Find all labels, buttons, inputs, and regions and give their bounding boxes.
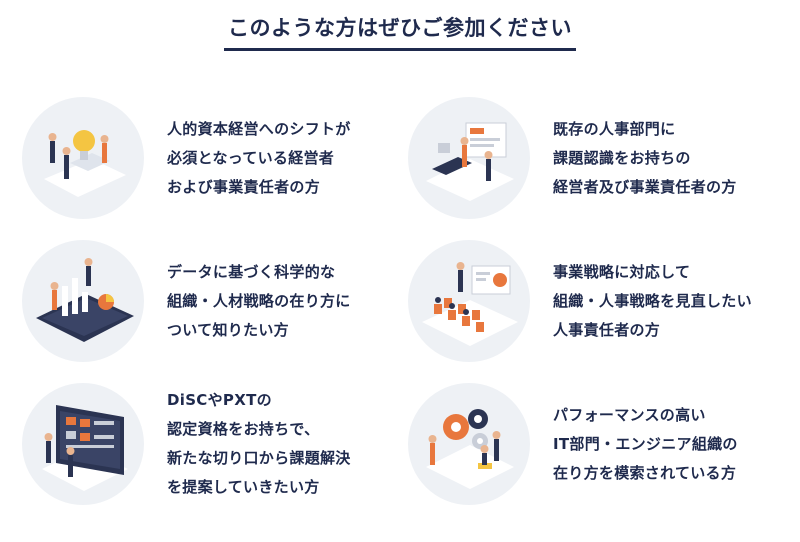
audience-line: および事業責任者の方 bbox=[167, 177, 321, 196]
hr-office-icon bbox=[408, 97, 530, 219]
audience-line: 必須となっている経営者 bbox=[167, 148, 335, 167]
gears-team-icon bbox=[408, 383, 530, 505]
audience-line: 経営者及び事業責任者の方 bbox=[553, 177, 737, 196]
audience-line: 人事責任者の方 bbox=[553, 320, 661, 339]
audience-line: 新たな切り口から課題解決 bbox=[167, 449, 351, 467]
audience-card-4: 事業戦略に対応して 組織・人事戦略を見直したい 人事責任者の方 bbox=[408, 240, 798, 370]
audience-line: 既存の人事部門に bbox=[553, 119, 676, 138]
seminar-meeting-icon bbox=[408, 240, 530, 362]
audience-line: DiSCやPXTの bbox=[167, 391, 272, 409]
audience-line: IT部門・エンジニア組織の bbox=[553, 434, 738, 453]
audience-line: 人的資本経営へのシフトが bbox=[167, 119, 351, 138]
audience-text-5: DiSCやPXTの 認定資格をお持ちで、 新たな切り口から課題解決 を提案してい… bbox=[167, 383, 351, 505]
audience-line: を提案していきたい方 bbox=[167, 478, 320, 496]
audience-line: 組織・人材戦略の在り方に bbox=[167, 291, 351, 310]
audience-line: 認定資格をお持ちで、 bbox=[167, 420, 320, 438]
lightbulb-team-icon bbox=[22, 97, 144, 219]
dashboard-screen-icon bbox=[22, 383, 144, 505]
audience-text-6: パフォーマンスの高い IT部門・エンジニア組織の 在り方を模索されている方 bbox=[553, 383, 738, 505]
audience-card-2: 既存の人事部門に 課題認識をお持ちの 経営者及び事業責任者の方 bbox=[408, 97, 798, 227]
audience-text-1: 人的資本経営へのシフトが 必須となっている経営者 および事業責任者の方 bbox=[167, 97, 351, 219]
audience-line: データに基づく科学的な bbox=[167, 262, 336, 281]
audience-line: 在り方を模索されている方 bbox=[553, 463, 737, 482]
audience-line: ついて知りたい方 bbox=[167, 320, 289, 339]
page-title: このような方はぜひご参加ください bbox=[224, 12, 576, 51]
audience-line: パフォーマンスの高い bbox=[553, 405, 706, 424]
audience-text-3: データに基づく科学的な 組織・人材戦略の在り方に ついて知りたい方 bbox=[167, 240, 351, 362]
audience-card-5: DiSCやPXTの 認定資格をお持ちで、 新たな切り口から課題解決 を提案してい… bbox=[22, 383, 412, 513]
audience-text-2: 既存の人事部門に 課題認識をお持ちの 経営者及び事業責任者の方 bbox=[553, 97, 737, 219]
data-tablet-icon bbox=[22, 240, 144, 362]
audience-card-6: パフォーマンスの高い IT部門・エンジニア組織の 在り方を模索されている方 bbox=[408, 383, 798, 513]
audience-text-4: 事業戦略に対応して 組織・人事戦略を見直したい 人事責任者の方 bbox=[553, 240, 752, 362]
audience-card-3: データに基づく科学的な 組織・人材戦略の在り方に ついて知りたい方 bbox=[22, 240, 412, 370]
title-wrap: このような方はぜひご参加ください bbox=[0, 12, 800, 51]
audience-line: 課題認識をお持ちの bbox=[553, 148, 691, 167]
audience-line: 組織・人事戦略を見直したい bbox=[553, 291, 752, 310]
audience-line: 事業戦略に対応して bbox=[553, 262, 691, 281]
audience-card-1: 人的資本経営へのシフトが 必須となっている経営者 および事業責任者の方 bbox=[22, 97, 412, 227]
